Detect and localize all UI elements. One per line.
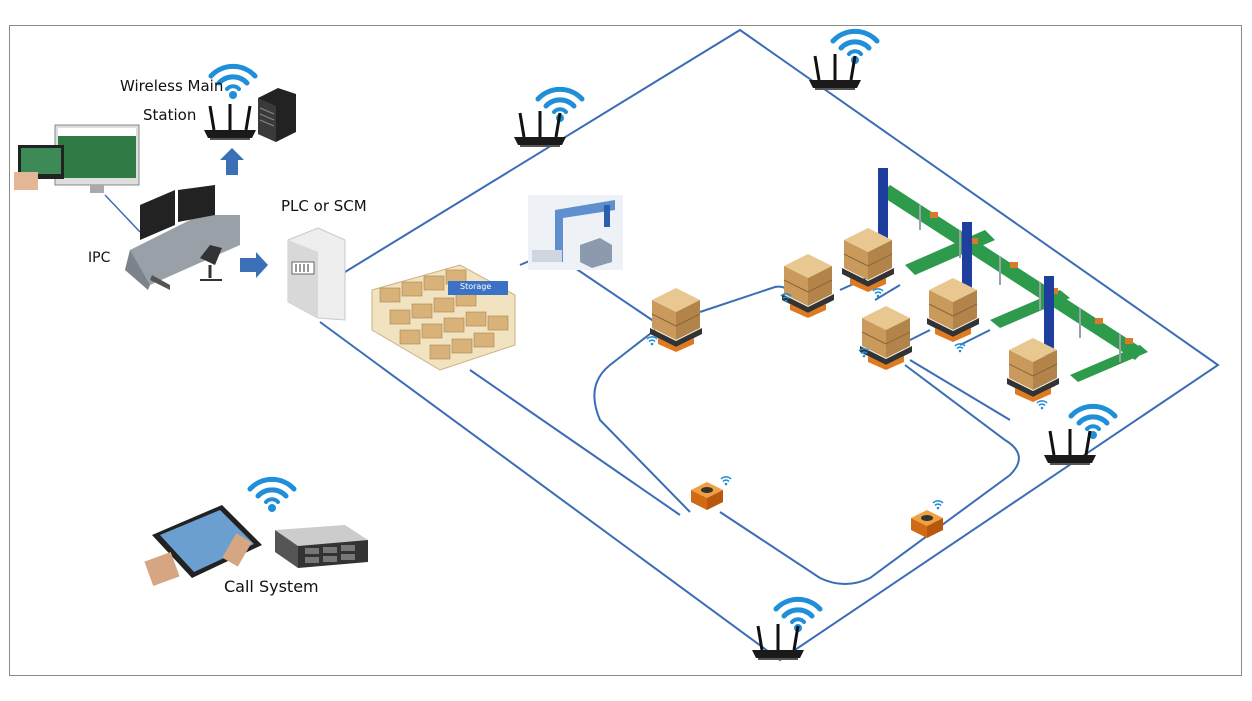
agv-icon [911,510,943,538]
pallet-icon [1006,337,1060,403]
agv-icon [691,482,723,510]
pallet-icon [841,227,895,293]
wireless-main-label-line1: Wireless Main [120,77,224,95]
pallet-icon [649,287,703,353]
server-icon [275,525,368,568]
conveyor-icon [878,168,1148,382]
router-icon [1042,427,1098,467]
storage-label: Storage [460,282,492,291]
arrow-up-icon [220,148,244,175]
router-icon [512,109,568,149]
router-icon [807,52,863,92]
plc-label: PLC or SCM [281,197,367,215]
chair-icon [200,245,222,281]
arrow-right-icon [240,252,268,278]
storage-tag [448,281,508,295]
pallet-icon [859,305,913,371]
router-icon [202,102,258,142]
plc-cabinet [287,227,346,321]
agv-wifi-marks [646,288,1048,511]
diagram-frame [9,25,1242,676]
pallet-icon [926,277,980,343]
server-icon [258,88,296,142]
monitor-icon [14,124,140,193]
tablet-icon [144,505,262,587]
ipc-workstation [125,185,240,290]
robot-arm-icon [528,195,623,270]
wireless-main-label-line2: Station [143,106,197,124]
loaded-agvs [649,227,1060,403]
call-system-label: Call System [224,577,319,596]
call-system [144,479,368,587]
wifi-icon [250,479,294,512]
storage-racks [371,264,516,371]
ipc-label: IPC [88,250,111,266]
empty-agvs [691,482,943,538]
wireless-main-station [202,66,296,175]
router-icon [750,622,806,662]
pallet-icon [781,253,835,319]
wifi-icon [1071,406,1115,439]
